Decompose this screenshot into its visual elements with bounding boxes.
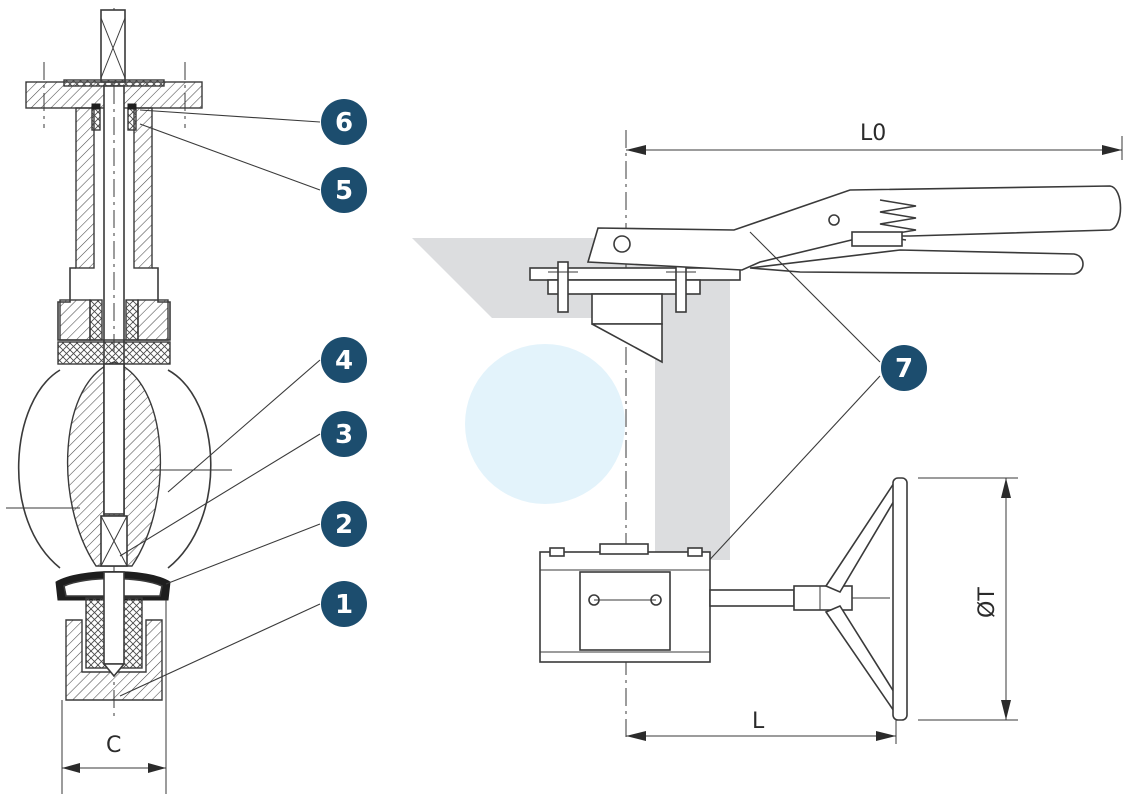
callout-3: 3 (321, 411, 367, 457)
callout-7: 7 (881, 345, 927, 391)
callout-7-label: 7 (895, 354, 913, 384)
callout-1: 1 (321, 581, 367, 627)
callout-2-label: 2 (335, 510, 353, 540)
callout-6: 6 (321, 99, 367, 145)
callout-5-label: 5 (335, 176, 353, 206)
callout-leaders (119, 109, 321, 697)
gear-operator-view (539, 477, 1018, 744)
callout-6-label: 6 (335, 108, 353, 138)
callout-3-label: 3 (335, 420, 353, 450)
callout-4-label: 4 (335, 346, 353, 376)
callout-2: 2 (321, 501, 367, 547)
lever-view (529, 130, 1123, 740)
section-view (6, 8, 232, 794)
dimension-l: L (752, 709, 765, 734)
callout-4: 4 (321, 337, 367, 383)
callout-1-label: 1 (335, 590, 353, 620)
dimension-diameter-t: ØT (975, 587, 1000, 618)
dimension-l0: L0 (860, 121, 886, 146)
dimension-c: C (106, 733, 121, 758)
callout-5: 5 (321, 167, 367, 213)
